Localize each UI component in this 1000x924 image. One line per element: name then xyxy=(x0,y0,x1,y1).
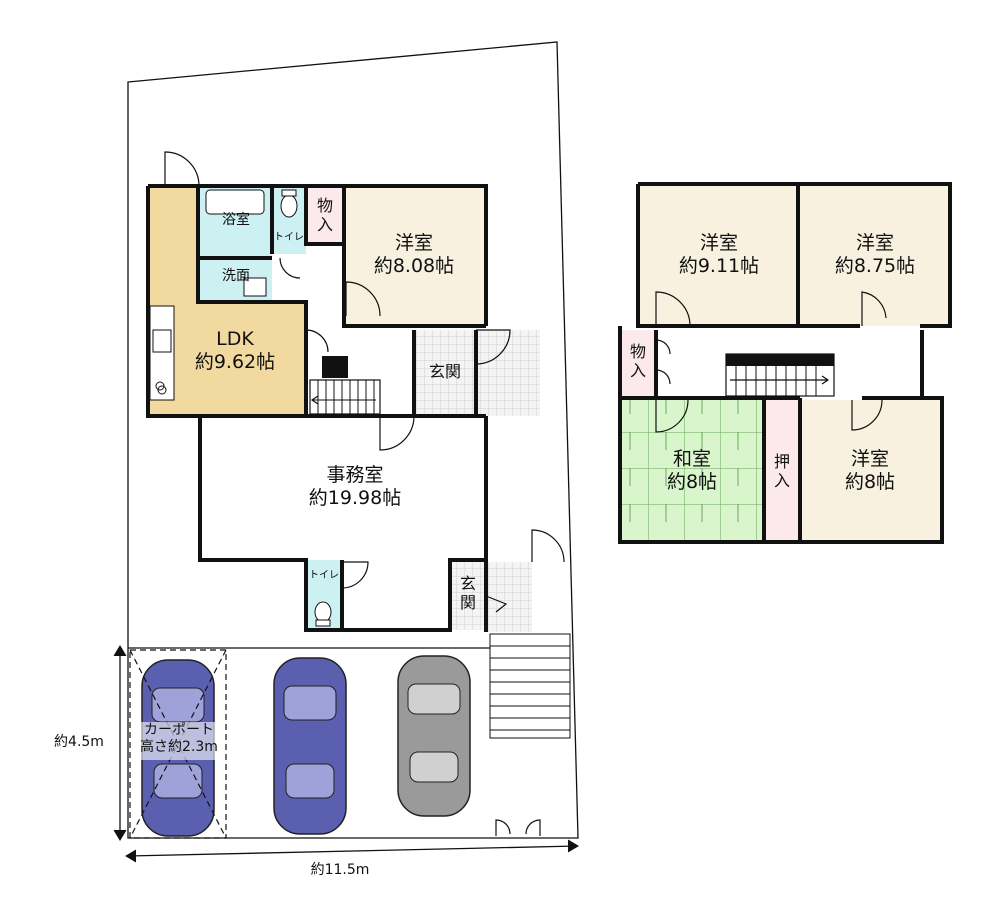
f2-oshiire-fill xyxy=(764,400,800,542)
bath-label: 浴室 xyxy=(222,212,250,228)
western-room-a-label: 洋室 約9.11帖 xyxy=(656,232,782,278)
oshiire-char2: 入 xyxy=(773,471,790,491)
floor2-walls xyxy=(618,182,952,544)
entrance-main-fill xyxy=(414,330,476,416)
office-name: 事務室 xyxy=(326,464,384,486)
western-room-c-label: 洋室 約8帖 xyxy=(814,448,926,494)
oshiire-char1: 押 xyxy=(773,452,790,471)
porch-office-fill xyxy=(486,562,532,632)
western-room-a-name: 洋室 xyxy=(699,232,738,254)
closet-f2-char1: 物 xyxy=(629,342,646,361)
western-room-f1-area: 約8.08帖 xyxy=(373,254,455,277)
western-room-b-name: 洋室 xyxy=(855,232,894,254)
stairs-floor2 xyxy=(725,353,835,397)
japanese-room-label: 和室 約8帖 xyxy=(640,448,744,494)
closet-f2-char2: 入 xyxy=(629,361,646,381)
dimension-width-label: 約11.5m xyxy=(310,862,370,878)
western-room-f1-label: 洋室 約8.08帖 xyxy=(350,232,478,278)
closet-f1-label: 物 入 xyxy=(312,196,338,234)
floor1-doors xyxy=(164,151,565,613)
toilet-bottom-fixture xyxy=(314,601,332,627)
gate-icon xyxy=(495,819,541,836)
closet-f1-char1: 物 xyxy=(316,196,333,215)
toilet-bottom-label: トイレ xyxy=(309,570,339,581)
carport-line1: カーポート xyxy=(144,722,214,738)
f2-western-a-fill xyxy=(638,184,798,326)
entrance-office-char2: 関 xyxy=(459,593,476,613)
toilet-top-fixture xyxy=(280,189,298,218)
office-entrance-steps xyxy=(489,633,571,739)
entrance-main-label: 玄関 xyxy=(428,362,461,381)
floor1-walls xyxy=(146,184,488,632)
western-room-b-label: 洋室 約8.75帖 xyxy=(812,232,938,278)
ldk-label: LDK 約9.62帖 xyxy=(180,328,290,374)
entrance-office-char1: 玄 xyxy=(459,574,476,593)
f2-japanese-fill xyxy=(620,400,764,542)
floor2-doors xyxy=(655,291,887,433)
ldk-area: 約9.62帖 xyxy=(194,350,276,373)
toilet-top-label: トイレ xyxy=(274,232,304,243)
dimension-depth xyxy=(113,645,127,841)
kitchen-counter xyxy=(149,305,175,401)
carport-line2: 高さ約2.3m xyxy=(140,738,218,755)
western-room-f1-name: 洋室 xyxy=(394,232,433,254)
lot-boundary xyxy=(127,41,579,839)
western-room-a-area: 約9.11帖 xyxy=(678,254,760,277)
western-room-c-area: 約8帖 xyxy=(844,470,896,493)
washroom-label: 洗面 xyxy=(222,268,250,284)
car-blue-middle xyxy=(273,657,347,835)
entrance-office-fill xyxy=(450,560,486,630)
ldk-name: LDK xyxy=(216,328,254,350)
western-room-fill xyxy=(344,186,486,326)
bathtub xyxy=(205,189,265,215)
western-room-b-area: 約8.75帖 xyxy=(834,254,916,277)
office-label: 事務室 約19.98帖 xyxy=(280,464,430,510)
wash-basin xyxy=(243,277,267,297)
office-area: 約19.98帖 xyxy=(308,486,402,509)
japanese-room-name: 和室 xyxy=(672,448,711,470)
porch-main-fill xyxy=(476,330,540,416)
entrance-office-label: 玄 関 xyxy=(454,574,482,612)
closet-f2-label: 物 入 xyxy=(624,342,652,380)
closet-top-fill xyxy=(306,186,344,244)
oshiire-label: 押 入 xyxy=(768,452,796,490)
ldk-fill xyxy=(148,186,306,416)
dimension-width xyxy=(125,839,579,863)
western-room-c-name: 洋室 xyxy=(850,448,889,470)
f2-western-b-fill xyxy=(800,184,950,326)
f2-closet-fill xyxy=(620,330,656,398)
dimension-depth-label: 約4.5m xyxy=(54,734,104,750)
carport-label: カーポート 高さ約2.3m xyxy=(132,722,226,756)
stairs-floor1 xyxy=(309,356,381,415)
closet-f1-char2: 入 xyxy=(316,215,333,235)
car-gray-right xyxy=(397,655,471,817)
carport-area xyxy=(129,649,227,839)
japanese-room-area: 約8帖 xyxy=(666,470,718,493)
